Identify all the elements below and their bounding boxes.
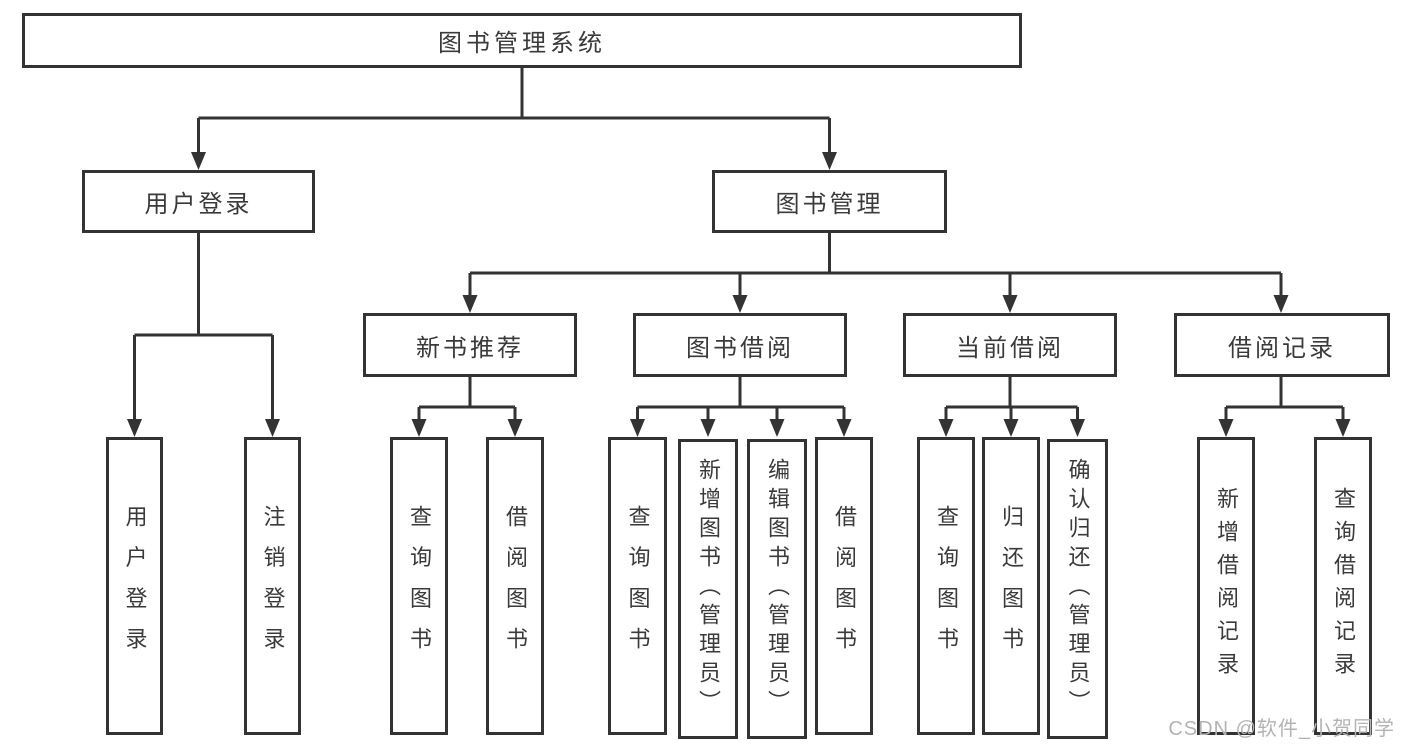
leaf-label: 确认归还（管理员） [1065,458,1091,720]
node-book-management: 图书管理 [712,170,947,233]
node-user-login: 用户登录 [82,170,315,233]
leaf-cb-confirm-return-admin: 确认归还（管理员） [1047,439,1108,739]
leaf-cb-query-books: 查询图书 [917,437,975,735]
node-current-borrowing: 当前借阅 [903,313,1117,377]
node-label: 用户登录 [144,191,253,218]
node-borrowing-records: 借阅记录 [1174,313,1390,377]
leaf-label: 新增借阅记录 [1214,487,1239,685]
leaf-label: 查询图书 [407,504,432,668]
node-label: 借阅记录 [1228,334,1336,362]
leaf-label: 归还图书 [999,504,1024,668]
leaf-cb-return-books: 归还图书 [982,437,1040,735]
connector-path [133,68,1345,425]
leaf-label: 借阅图书 [832,504,857,668]
leaf-user-login: 用户登录 [106,437,163,735]
leaf-label: 借阅图书 [503,504,528,668]
leaf-label: 用户登录 [122,504,148,668]
leaf-nbr-query-books: 查询图书 [390,437,448,735]
leaf-label: 注销登录 [260,504,286,668]
leaf-logout: 注销登录 [244,437,301,735]
node-label: 当前借阅 [956,334,1064,362]
leaf-label: 查询图书 [625,504,651,668]
leaf-label: 编辑图书（管理员） [765,458,790,720]
leaf-bb-query-books: 查询图书 [608,437,667,735]
watermark: CSDN @软件_小贺同学 [1168,718,1395,740]
node-new-book-recommendation: 新书推荐 [363,313,577,377]
node-label: 新书推荐 [416,334,524,362]
leaf-bb-edit-book-admin: 编辑图书（管理员） [747,439,807,739]
node-label: 图书管理系统 [438,30,606,57]
leaf-br-add-borrow-record: 新增借阅记录 [1197,437,1255,735]
node-library-management-system: 图书管理系统 [22,13,1022,68]
leaf-br-query-borrow-record: 查询借阅记录 [1314,437,1372,735]
leaf-bb-add-book-admin: 新增图书（管理员） [678,439,738,739]
leaf-nbr-borrow-books: 借阅图书 [486,437,544,735]
leaf-label: 新增图书（管理员） [696,458,721,720]
leaf-label: 查询借阅记录 [1331,487,1356,685]
leaf-label: 查询图书 [934,504,959,668]
node-label: 图书借阅 [686,334,794,362]
node-label: 图书管理 [775,191,884,218]
node-book-borrowing: 图书借阅 [633,313,847,377]
leaf-bb-borrow-books: 借阅图书 [815,437,873,735]
